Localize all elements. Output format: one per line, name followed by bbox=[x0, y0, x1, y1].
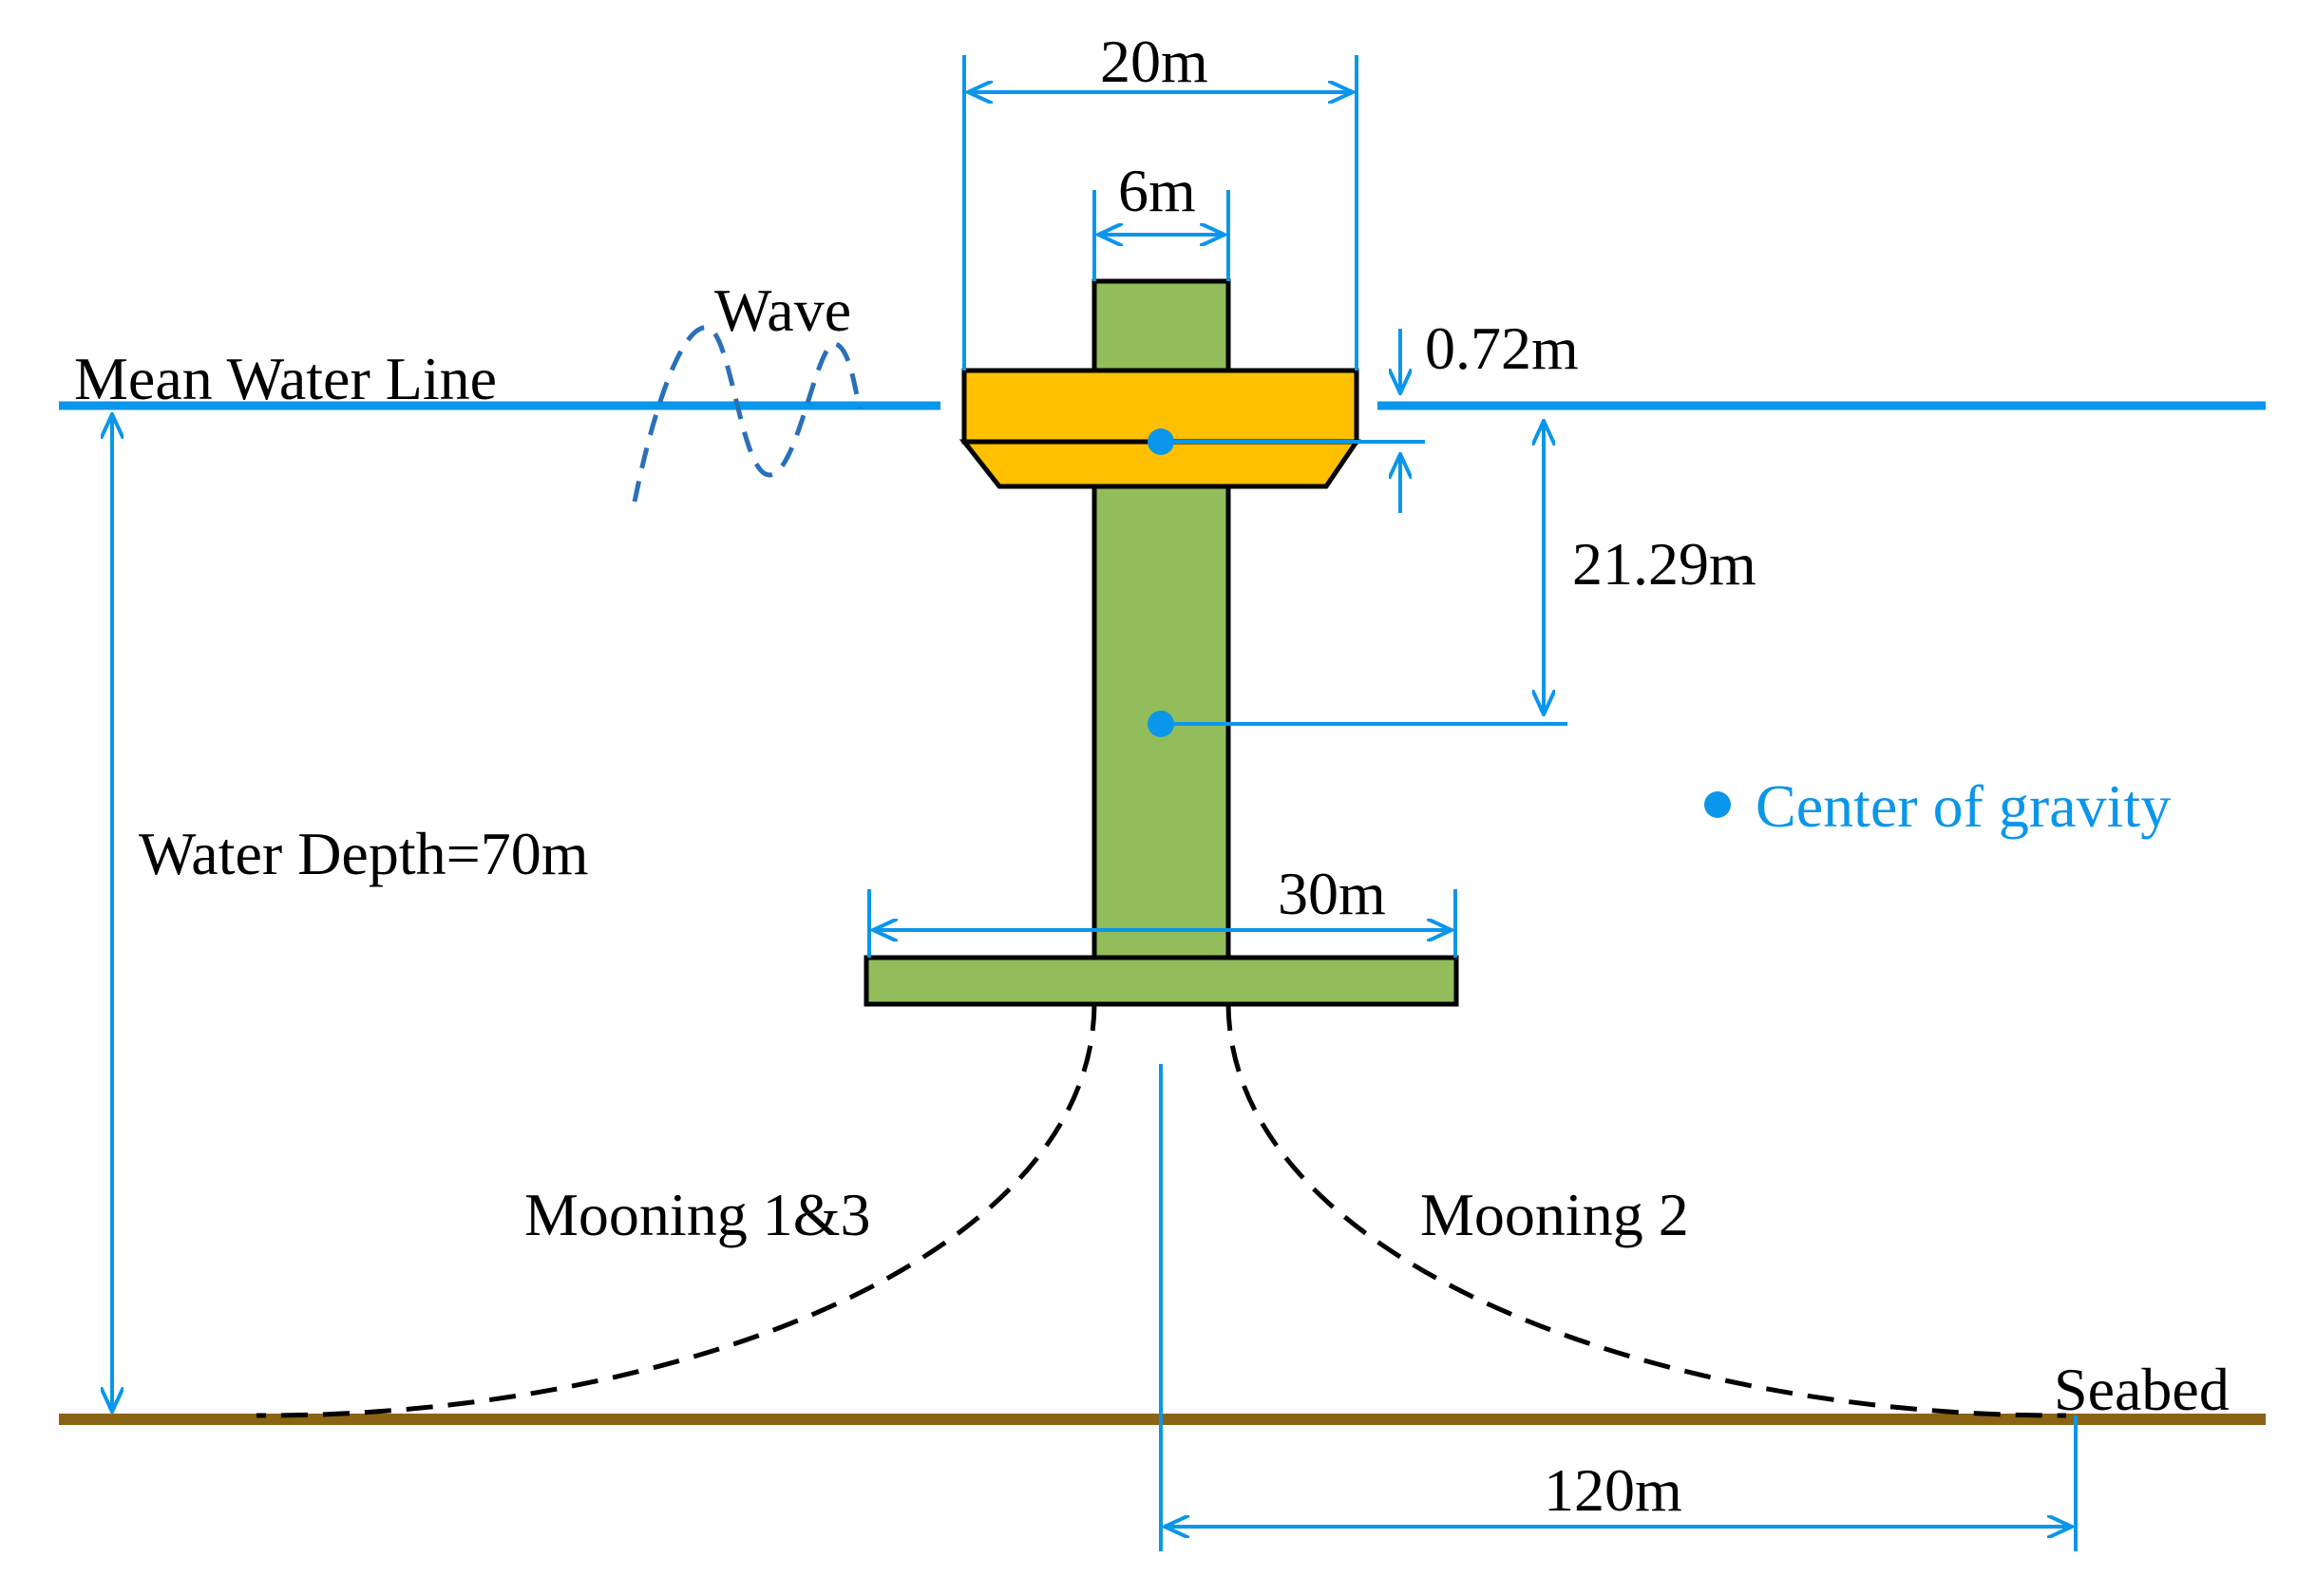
float-center-of-gravity bbox=[1148, 428, 1425, 455]
mooring-left-label: Mooning 1&3 bbox=[524, 1181, 870, 1248]
mooring-right-label: Mooning 2 bbox=[1420, 1181, 1689, 1248]
legend: Center of gravity bbox=[1704, 772, 2171, 840]
wave-icon bbox=[632, 325, 863, 503]
legend-marker bbox=[1704, 791, 1731, 818]
wave-label: Wave bbox=[714, 276, 851, 344]
base-width-dimension bbox=[867, 889, 1457, 958]
water-depth-label: Water Depth=70m bbox=[139, 820, 588, 887]
base-plate bbox=[864, 955, 1459, 1007]
anchor-radius-dimension bbox=[1159, 1064, 2078, 1551]
seabed-label: Seabed bbox=[2054, 1356, 2230, 1423]
mean-water-line-label: Mean Water Line bbox=[74, 345, 497, 412]
base-width-label: 30m bbox=[1278, 860, 1386, 927]
float-body bbox=[959, 368, 1361, 489]
freeboard-label: 0.72m bbox=[1425, 314, 1579, 382]
top-width-label: 20m bbox=[1100, 28, 1208, 95]
top-width-dimension bbox=[962, 55, 1358, 370]
mooring-line-left bbox=[256, 1003, 1097, 1418]
column-width-label: 6m bbox=[1118, 157, 1196, 224]
anchor-radius-label: 120m bbox=[1544, 1456, 1682, 1524]
column-center-of-gravity bbox=[1148, 711, 1567, 737]
legend-label: Center of gravity bbox=[1756, 772, 2171, 840]
column-width-dimension bbox=[1092, 190, 1230, 281]
mooring-line-right bbox=[1225, 1003, 2067, 1418]
cog-distance-label: 21.29m bbox=[1572, 530, 1756, 598]
